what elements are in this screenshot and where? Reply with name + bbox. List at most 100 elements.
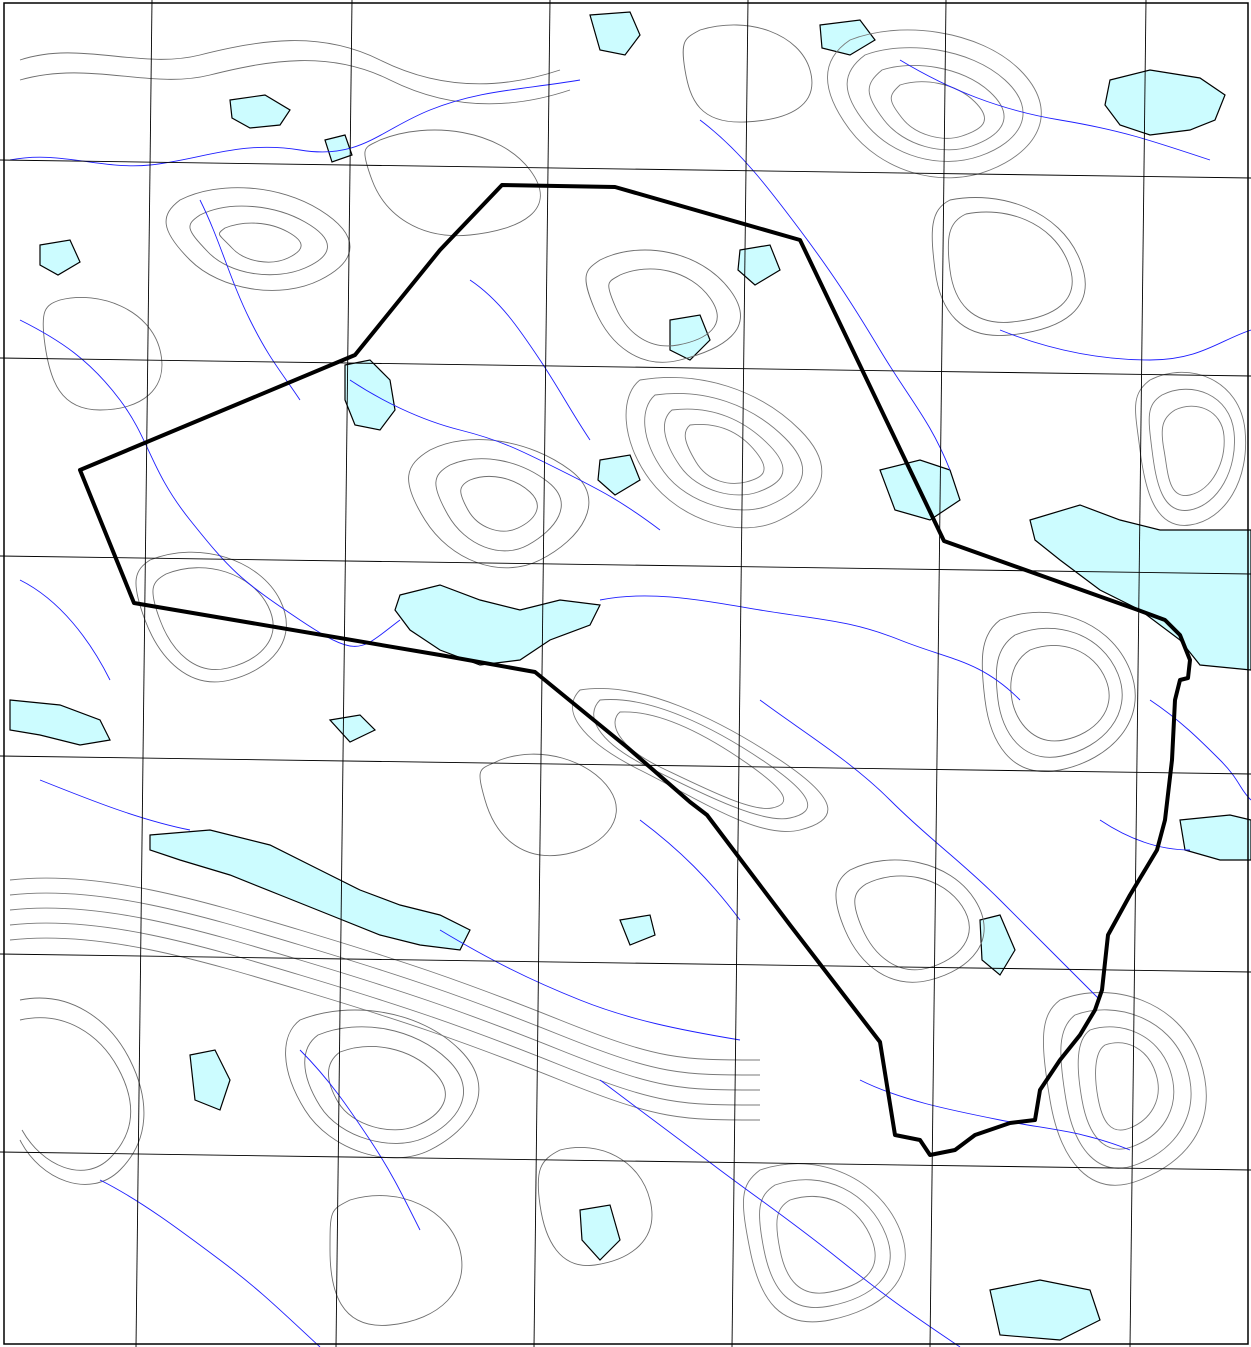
- contour-line: [827, 29, 1042, 179]
- contour-line: [854, 875, 970, 971]
- contour-line: [1148, 388, 1235, 511]
- lake-south-central: [619, 914, 656, 946]
- stream: [439, 929, 741, 1041]
- contour-line: [218, 222, 302, 263]
- contour-line: [1135, 371, 1247, 526]
- contour-line: [1095, 1042, 1159, 1131]
- stream: [349, 379, 661, 531]
- contour-line: [625, 377, 823, 529]
- contour-line: [1043, 992, 1207, 1186]
- grid-line-vertical: [533, 0, 551, 1347]
- contour-line: [682, 24, 813, 123]
- stream: [39, 779, 191, 831]
- stream: [1099, 819, 1191, 851]
- lake-southeast: [979, 914, 1016, 976]
- map-frame: [3, 2, 1249, 1345]
- stream: [639, 819, 741, 921]
- contour-line: [995, 627, 1123, 758]
- contour-line: [759, 1179, 891, 1308]
- lake-north-central: [669, 314, 711, 361]
- study-area-boundary: [78, 183, 1192, 1157]
- contour-line: [479, 753, 617, 857]
- contour-line: [1010, 644, 1110, 742]
- contour-line: [1161, 405, 1225, 496]
- contour-line: [152, 567, 274, 670]
- lake-northwest-tiny: [324, 134, 353, 163]
- lake-central: [394, 584, 601, 666]
- grid-line-horizontal: [0, 1151, 1251, 1171]
- contour-line: [460, 475, 538, 532]
- contour-line: [684, 424, 765, 484]
- grid-line-horizontal: [0, 159, 1251, 179]
- lake-west-small: [39, 239, 81, 276]
- contour-line: [19, 997, 145, 1185]
- lake-north-small: [737, 244, 781, 286]
- contour-line: [189, 205, 328, 276]
- stream: [859, 1079, 1131, 1151]
- contour-line: [9, 877, 761, 1061]
- lake-north: [589, 11, 641, 56]
- stream: [999, 329, 1251, 361]
- contour-line: [19, 40, 561, 85]
- contour-line: [890, 81, 985, 139]
- lake-south: [579, 1204, 621, 1261]
- contour-line: [364, 129, 541, 237]
- contour-line: [408, 439, 590, 569]
- lake-southwest-small: [189, 1049, 231, 1111]
- contour-line: [537, 1147, 653, 1266]
- stream: [759, 699, 1101, 1001]
- stream: [1149, 699, 1251, 801]
- contour-line: [931, 197, 1086, 336]
- grid-line-vertical: [929, 0, 947, 1347]
- lake-far-south: [989, 1279, 1101, 1341]
- grid-line-horizontal: [0, 953, 1251, 973]
- grid-line-vertical: [335, 0, 353, 1347]
- contour-line: [947, 211, 1073, 323]
- lake-east-large: [1029, 504, 1251, 671]
- lake-northwest: [229, 94, 291, 129]
- contour-line: [435, 458, 562, 552]
- contour-line: [304, 1026, 465, 1144]
- contour-line: [135, 551, 287, 683]
- contour-line: [846, 47, 1024, 162]
- contour-line: [9, 907, 761, 1091]
- contour-line: [664, 408, 784, 496]
- lakes-layer: [9, 11, 1251, 1341]
- contour-line: [981, 611, 1136, 772]
- contour-line: [868, 65, 1005, 151]
- lake-long-southwest: [149, 829, 471, 951]
- contour-line: [19, 1017, 132, 1171]
- stream: [299, 1049, 421, 1231]
- contour-line: [644, 392, 804, 511]
- stream: [599, 595, 1021, 701]
- contour-line: [329, 1195, 463, 1326]
- stream: [199, 199, 301, 401]
- contour-line: [1060, 1009, 1192, 1169]
- lake-west: [9, 699, 111, 746]
- stream: [19, 319, 401, 647]
- contour-line: [593, 699, 808, 820]
- stream: [9, 79, 581, 167]
- contour-line: [42, 297, 163, 411]
- stream: [469, 279, 591, 441]
- contour-line: [1077, 1026, 1175, 1150]
- contour-line: [9, 922, 761, 1106]
- lake-northeast: [1104, 69, 1226, 136]
- contour-line: [19, 60, 571, 105]
- contour-line: [285, 1009, 480, 1159]
- stream: [699, 119, 951, 471]
- streams-layer: [9, 59, 1251, 1347]
- contour-line: [572, 688, 829, 832]
- grid-line-horizontal: [0, 555, 1251, 575]
- grid-line-horizontal: [0, 755, 1251, 775]
- contour-line: [835, 859, 985, 983]
- grid-line-horizontal: [0, 357, 1251, 377]
- lake-northeast-small: [819, 19, 876, 56]
- grid-line-vertical: [135, 0, 153, 1347]
- contour-line: [9, 892, 761, 1076]
- grid-line-vertical: [1129, 0, 1147, 1347]
- contour-line: [608, 268, 718, 347]
- contour-line: [328, 1046, 446, 1131]
